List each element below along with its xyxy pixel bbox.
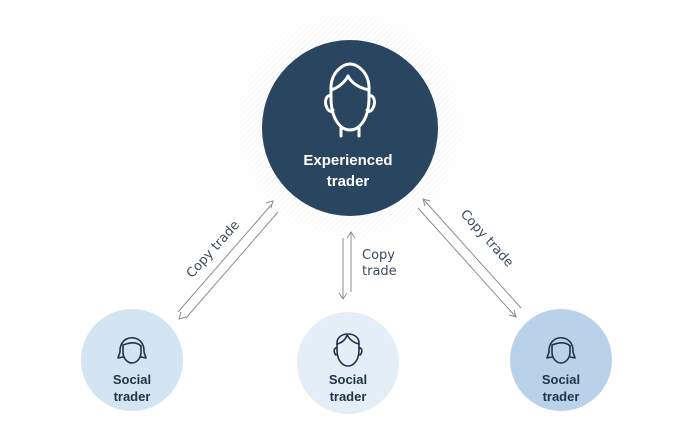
experienced-trader-node: Experienced trader (262, 40, 438, 216)
female-head-icon (546, 337, 576, 364)
social-trader-title-left-line2: trader (114, 389, 151, 404)
social-trader-title-middle-line2: trader (330, 389, 367, 404)
experienced-trader-circle (262, 40, 438, 216)
social-trader-circle-middle (297, 312, 399, 414)
social-trader-title-left-line1: Social (113, 372, 151, 387)
social-trader-circle-right (510, 309, 612, 411)
male-head-icon (333, 333, 363, 367)
female-head-icon (117, 337, 147, 364)
social-trader-node-middle: Social trader (297, 312, 399, 414)
person-head-icon (324, 62, 376, 138)
social-trader-circle-left (81, 309, 183, 411)
copy-trade-label-middle-line1: Copy (362, 248, 395, 263)
center-title-line2: trader (327, 173, 370, 190)
social-trader-node-left: Social trader (81, 309, 183, 411)
arrow-left (177, 200, 279, 320)
social-trader-node-right: Social trader (510, 309, 612, 411)
social-trader-title-right-line1: Social (542, 372, 580, 387)
social-trader-title-right-line2: trader (543, 389, 580, 404)
center-title-line1: Experienced (303, 152, 392, 169)
social-trader-title-middle-line1: Social (329, 372, 367, 387)
copy-trade-label-middle-line2: trade (362, 264, 397, 279)
arrow-middle (338, 231, 356, 300)
arrow-right (417, 198, 522, 318)
